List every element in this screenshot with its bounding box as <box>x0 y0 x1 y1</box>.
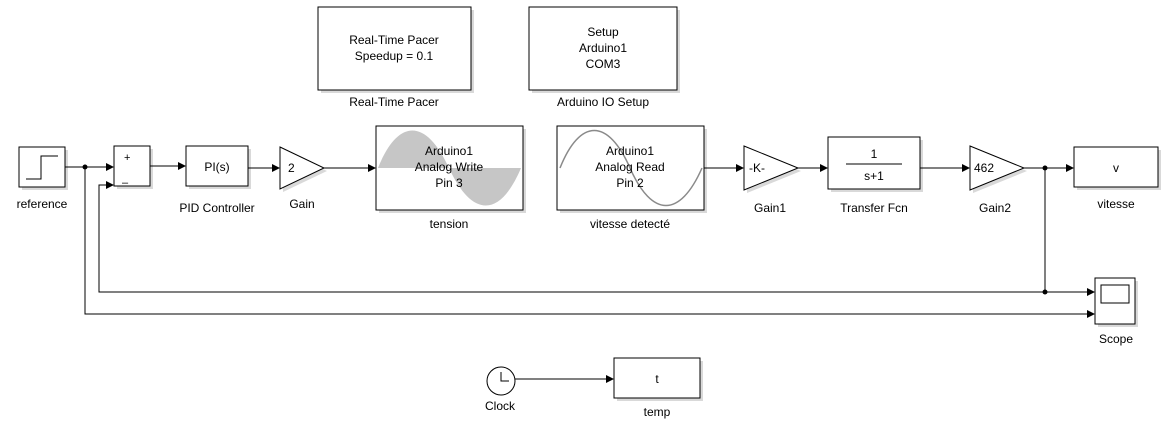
reference-step-block[interactable] <box>18 146 68 190</box>
signal-wires <box>65 162 1095 383</box>
reference-label: reference <box>17 197 68 211</box>
pid-controller-block[interactable]: PI(s) <box>185 145 251 189</box>
vitesse-detecte-line1: Arduino1 <box>606 144 654 158</box>
gain1-value: -K- <box>749 161 765 175</box>
arrow-head <box>1087 310 1095 318</box>
tf-label: Transfer Fcn <box>840 201 908 215</box>
tension-line2: Analog Write <box>415 160 484 174</box>
clock-hands <box>500 372 509 382</box>
tension-line1: Arduino1 <box>425 144 473 158</box>
setup-label: Arduino IO Setup <box>557 95 649 109</box>
vitesse-detecte-label: vitesse detecté <box>590 217 670 231</box>
sum-block[interactable]: + – <box>113 145 153 189</box>
pacer-label: Real-Time Pacer <box>349 95 439 109</box>
vitesse-label: vitesse <box>1097 197 1135 211</box>
tf-numerator: 1 <box>871 147 878 161</box>
gain2-label: Gain2 <box>979 201 1011 215</box>
scope-block[interactable] <box>1094 277 1138 327</box>
vitesse-detecte-line3: Pin 2 <box>616 176 644 190</box>
wire-ref-to-scope <box>84 167 1089 315</box>
scope-screen-icon <box>1100 284 1130 304</box>
clock-label: Clock <box>485 399 516 413</box>
arrow-head <box>606 375 614 383</box>
temp-text: t <box>655 372 659 386</box>
tf-denominator: s+1 <box>864 169 884 183</box>
wire-feedback-to-sum <box>98 184 1045 293</box>
setup-line3: COM3 <box>586 57 621 71</box>
temp-workspace-block[interactable]: t <box>613 357 703 401</box>
sine-wave-icon <box>378 130 521 206</box>
tension-line3: Pin 3 <box>435 176 463 190</box>
tension-label: tension <box>430 217 469 231</box>
pacer-line2: Speedup = 0.1 <box>355 49 434 63</box>
vitesse-detecte-analog-read-block[interactable]: Arduino1 Analog Read Pin 2 <box>556 125 707 213</box>
arrow-head <box>1066 164 1074 172</box>
sine-wave-icon <box>559 129 703 207</box>
transfer-fcn-block[interactable]: 1 s+1 <box>827 136 923 192</box>
pid-text: PI(s) <box>204 160 229 174</box>
vitesse-workspace-block[interactable]: v <box>1073 146 1161 190</box>
vitesse-text: v <box>1113 161 1119 175</box>
vitesse-detecte-line2: Analog Read <box>595 160 664 174</box>
tension-analog-write-block[interactable]: Arduino1 Analog Write Pin 3 <box>375 125 526 213</box>
scope-label: Scope <box>1099 332 1133 346</box>
setup-line1: Setup <box>587 25 619 39</box>
arrow-head <box>106 181 114 189</box>
gain-value: 2 <box>288 161 295 175</box>
setup-line2: Arduino1 <box>579 41 627 55</box>
real-time-pacer-block[interactable]: Real-Time Pacer Speedup = 0.1 <box>317 6 474 93</box>
gain-block[interactable]: 2 <box>279 146 327 192</box>
arrow-head <box>736 164 744 172</box>
arrow-head <box>962 164 970 172</box>
clock-block[interactable] <box>486 366 516 396</box>
gain2-block[interactable]: 462 <box>969 145 1027 193</box>
sum-plus-sign: + <box>124 152 130 164</box>
temp-label: temp <box>644 405 671 419</box>
gain1-block[interactable]: -K- <box>743 145 801 193</box>
arrow-head <box>106 163 114 171</box>
arrow-head <box>368 164 376 172</box>
gain2-value: 462 <box>974 161 994 175</box>
arrow-head <box>820 164 828 172</box>
arrow-head <box>1087 288 1095 296</box>
gain-label: Gain <box>289 197 314 211</box>
pid-label: PID Controller <box>179 201 254 215</box>
arrow-head <box>272 164 280 172</box>
sum-minus-sign: – <box>122 177 129 189</box>
arduino-io-setup-block[interactable]: Setup Arduino1 COM3 <box>528 6 680 93</box>
step-icon <box>26 155 58 180</box>
arrow-head <box>178 162 186 170</box>
gain1-label: Gain1 <box>754 201 786 215</box>
pacer-line1: Real-Time Pacer <box>349 33 439 47</box>
